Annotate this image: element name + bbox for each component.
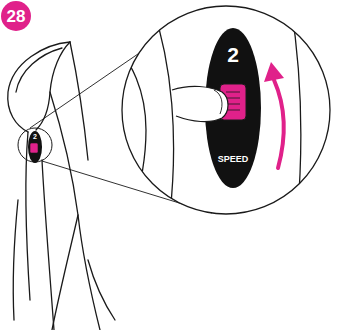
speed-plate: 2	[28, 131, 42, 163]
device-outline	[8, 42, 115, 330]
label-number: 28	[7, 8, 26, 25]
detail-ring	[18, 128, 52, 162]
direction-arrow	[274, 80, 284, 168]
label-number: 2	[33, 133, 37, 140]
speed-plate: 2SPEED	[205, 28, 261, 188]
plate-fill	[205, 28, 261, 188]
arrow-head	[264, 62, 284, 82]
label-number: 2	[227, 44, 239, 65]
badge-fill	[1, 1, 31, 31]
step-badge: 28	[1, 1, 31, 31]
callout-detail	[100, 0, 301, 230]
plate-fill	[28, 131, 42, 163]
callout-circle	[122, 6, 330, 214]
label-text: SPEED	[218, 155, 249, 164]
